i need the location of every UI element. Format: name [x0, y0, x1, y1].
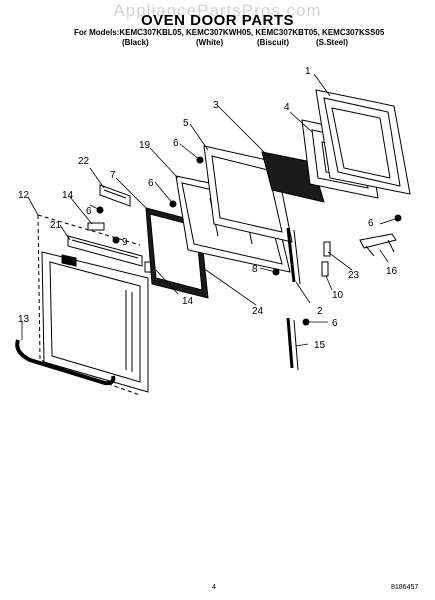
color-black: (Black): [122, 38, 149, 47]
callout-21: 21: [50, 220, 62, 231]
page-title: OVEN DOOR PARTS: [140, 12, 295, 29]
callout-23: 23: [348, 270, 360, 281]
callout-16: 16: [386, 266, 398, 277]
door-bracket: [359, 233, 397, 257]
watermark: AppliancePartsPros.com: [113, 1, 322, 20]
callout-22: 22: [78, 156, 90, 167]
callout-5: 5: [183, 118, 189, 129]
outer-door-panel: [37, 214, 149, 396]
callout-6: 6: [368, 218, 374, 229]
door-handle: [15, 339, 116, 386]
callout-numbers: 1 2 3 4 5 6 6 6 6 6 7 8 9 10 12 13 14 14…: [18, 66, 398, 351]
page-number: 4: [212, 584, 216, 591]
color-steel: (S.Steel): [316, 38, 349, 47]
color-white: (White): [196, 38, 224, 47]
outer-glass-frame: [315, 89, 411, 195]
callout-6: 6: [332, 318, 338, 329]
callout-8: 8: [252, 264, 258, 275]
leader-lines: [21, 73, 399, 347]
callout-6: 6: [173, 138, 179, 149]
callout-10: 10: [332, 290, 344, 301]
models-line: For Models:KEMC307KBL05, KEMC307KWH05, K…: [74, 28, 385, 37]
hinge-rail: [286, 227, 301, 285]
callout-14: 14: [62, 190, 74, 201]
callout-19: 19: [139, 140, 151, 151]
callout-13: 13: [18, 314, 30, 325]
hinge-bracket: [286, 317, 299, 371]
callout-6: 6: [148, 178, 154, 189]
callout-24: 24: [252, 306, 264, 317]
callout-12: 12: [18, 190, 30, 201]
callout-1: 1: [305, 66, 311, 77]
switch-part: [323, 241, 331, 257]
color-biscuit: (Biscuit): [257, 38, 289, 47]
callout-3: 3: [213, 100, 219, 111]
callout-6: 6: [86, 206, 92, 217]
callout-15: 15: [314, 340, 326, 351]
document-number: 8186457: [391, 584, 419, 591]
actuator-part: [321, 261, 329, 277]
callout-9: 9: [122, 237, 128, 248]
callout-14: 14: [182, 296, 194, 307]
callout-2: 2: [317, 306, 323, 317]
vent-bracket: [99, 184, 131, 207]
callout-4: 4: [284, 102, 290, 113]
callout-7: 7: [110, 170, 116, 181]
trim-strip: [67, 235, 143, 267]
